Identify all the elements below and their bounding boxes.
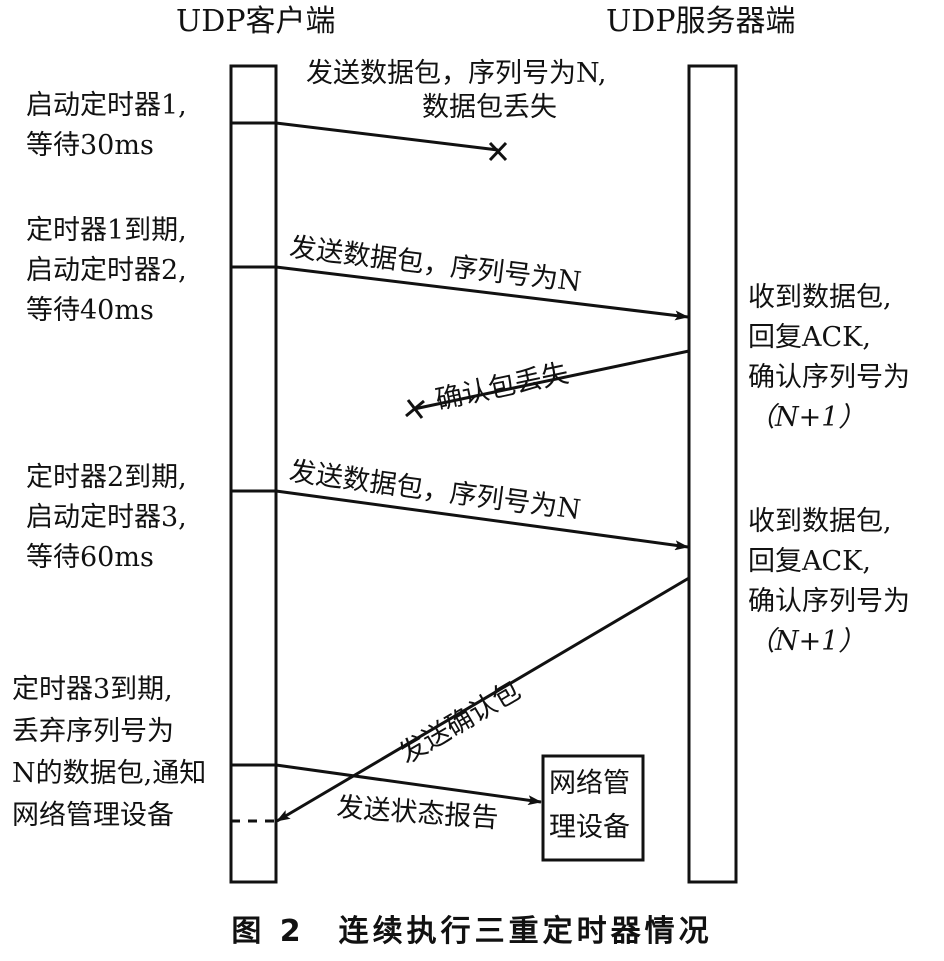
figure-caption: 图 2 连续执行三重定时器情况 <box>231 914 713 949</box>
client-note-line: 等待30ms <box>26 130 154 161</box>
client-note-line: 网络管理设备 <box>12 800 174 831</box>
client-note-line: N的数据包,通知 <box>12 758 207 789</box>
server-note-line: （N+1） <box>748 402 866 433</box>
message-arrow-m5 <box>276 576 690 823</box>
server-lifeline <box>687 64 738 884</box>
client-header: UDP客户端 <box>176 4 336 39</box>
lost-x-icon <box>488 141 508 162</box>
client-note-line: 丢弃序列号为 <box>12 716 174 747</box>
server-note-line: 收到数据包, <box>748 506 892 537</box>
server-note-line: 回复ACK, <box>748 546 871 577</box>
network-device-box <box>541 754 645 862</box>
server-note-line: 回复ACK, <box>748 322 871 353</box>
client-note-line: 启动定时器1, <box>26 90 187 121</box>
server-note-line: （N+1） <box>748 626 866 657</box>
client-note-line: 等待40ms <box>26 295 154 326</box>
lost-x-icon <box>405 399 425 419</box>
message-arrow-m4 <box>275 489 689 551</box>
network-device-label-line1: 网络管 <box>549 768 630 799</box>
server-header: UDP服务器端 <box>606 4 796 39</box>
server-note-line: 确认序列号为 <box>748 362 910 393</box>
client-note-line: 定时器1到期, <box>26 215 187 246</box>
message-arrow-m3 <box>413 349 690 411</box>
client-note-line: 启动定时器2, <box>26 255 187 286</box>
message-label-m1-line1: 发送数据包，序列号为N, <box>306 58 607 89</box>
client-note-line: 启动定时器3, <box>26 502 187 533</box>
message-arrow-m1 <box>275 121 499 152</box>
client-note-line: 等待60ms <box>26 542 154 573</box>
message-arrow-m6 <box>275 763 542 806</box>
message-label-m1-line2: 数据包丢失 <box>422 92 557 123</box>
server-note-line: 收到数据包, <box>748 282 892 313</box>
server-note-line: 确认序列号为 <box>748 586 910 617</box>
message-arrow-m2 <box>275 265 689 321</box>
client-note-line: 定时器3到期, <box>12 674 173 705</box>
client-note-line: 定时器2到期, <box>26 462 187 493</box>
network-device-label-line2: 理设备 <box>549 812 630 843</box>
client-lifeline <box>229 64 278 884</box>
